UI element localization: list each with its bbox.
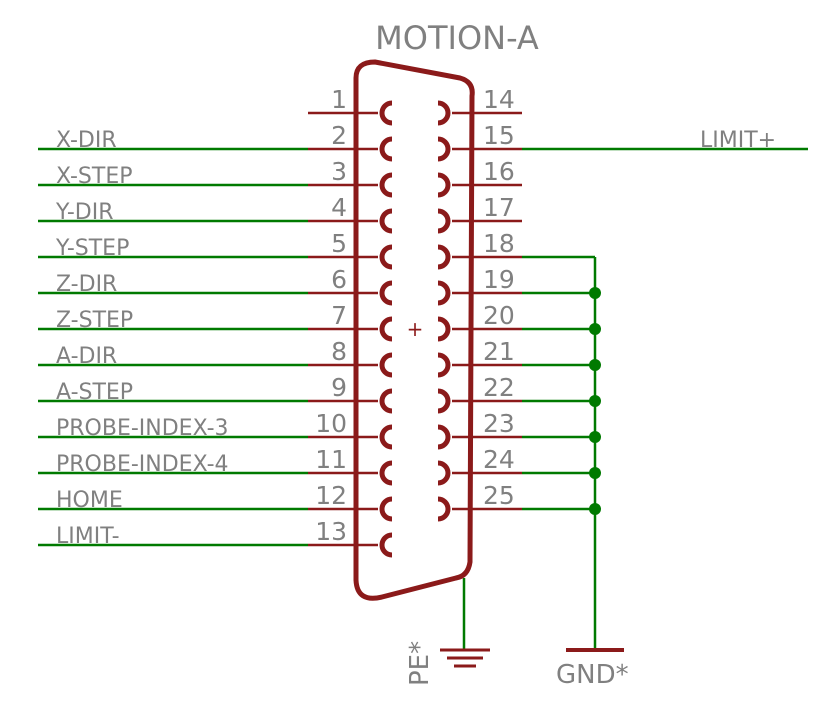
pin-number: 9 (331, 373, 347, 402)
socket-right-icon (437, 316, 451, 342)
socket-right-icon (437, 136, 451, 162)
pin-number: 19 (483, 265, 515, 294)
net-label: Z-DIR (56, 272, 117, 297)
net-label: LIMIT+ (700, 128, 776, 153)
net-label: HOME (56, 488, 123, 513)
pin-layer (308, 100, 522, 558)
socket-left-icon (379, 136, 393, 162)
net-label: X-STEP (56, 164, 132, 189)
socket-left-icon (379, 280, 393, 306)
connector-body: + (353, 59, 475, 601)
socket-right-icon (437, 172, 451, 198)
socket-right-icon (437, 280, 451, 306)
pin-number: 7 (331, 301, 347, 330)
socket-left-icon (379, 208, 393, 234)
pin-number: 17 (483, 193, 515, 222)
wire-layer (38, 147, 808, 668)
net-label: A-DIR (56, 344, 117, 369)
pin-number: 10 (315, 409, 347, 438)
pin-number: 18 (483, 229, 515, 258)
socket-right-icon (437, 244, 451, 270)
origin-cross-icon: + (407, 317, 424, 341)
pin-number: 2 (331, 121, 347, 150)
pin-number: 22 (483, 373, 515, 402)
socket-right-icon (437, 496, 451, 522)
net-label: Y-DIR (55, 200, 113, 225)
pin-number: 1 (331, 85, 347, 114)
pin-number: 20 (483, 301, 515, 330)
pin-number: 8 (331, 337, 347, 366)
pin-number: 12 (315, 481, 347, 510)
connector-title: MOTION-A (375, 19, 539, 57)
pe-label: PE* (405, 641, 435, 686)
pin-number: 23 (483, 409, 515, 438)
socket-right-icon (437, 100, 451, 126)
gnd-label: GND* (556, 660, 629, 690)
net-label: Y-STEP (55, 236, 129, 261)
socket-left-icon (379, 352, 393, 378)
pin-number: 21 (483, 337, 515, 366)
pin-number: 24 (483, 445, 515, 474)
pin-number: 6 (331, 265, 347, 294)
socket-left-icon (379, 532, 393, 558)
socket-left-icon (379, 244, 393, 270)
socket-left-icon (379, 424, 393, 450)
socket-left-icon (379, 460, 393, 486)
pin-number: 13 (315, 517, 347, 546)
socket-right-icon (437, 388, 451, 414)
pin-number: 11 (315, 445, 347, 474)
pin-number: 5 (331, 229, 347, 258)
pin-number: 15 (483, 121, 515, 150)
socket-left-icon (379, 172, 393, 198)
pin-number: 16 (483, 157, 515, 186)
pin-number: 4 (331, 193, 347, 222)
socket-left-icon (379, 316, 393, 342)
net-label: LIMIT- (56, 524, 120, 549)
net-label: A-STEP (56, 380, 133, 405)
pin-number: 14 (483, 85, 515, 114)
socket-right-icon (437, 424, 451, 450)
socket-left-icon (379, 100, 393, 126)
socket-left-icon (379, 496, 393, 522)
socket-right-icon (437, 352, 451, 378)
socket-left-icon (379, 388, 393, 414)
socket-right-icon (437, 208, 451, 234)
pin-number: 25 (483, 481, 515, 510)
net-label: PROBE-INDEX-3 (56, 416, 229, 441)
connector-shell (353, 59, 475, 601)
net-label: PROBE-INDEX-4 (56, 452, 229, 477)
pin-number: 3 (331, 157, 347, 186)
label-layer: 12X-DIR3X-STEP4Y-DIR5Y-STEP6Z-DIR7Z-STEP… (55, 85, 776, 549)
net-label: Z-STEP (56, 308, 133, 333)
socket-right-icon (437, 460, 451, 486)
net-label: X-DIR (56, 128, 117, 153)
